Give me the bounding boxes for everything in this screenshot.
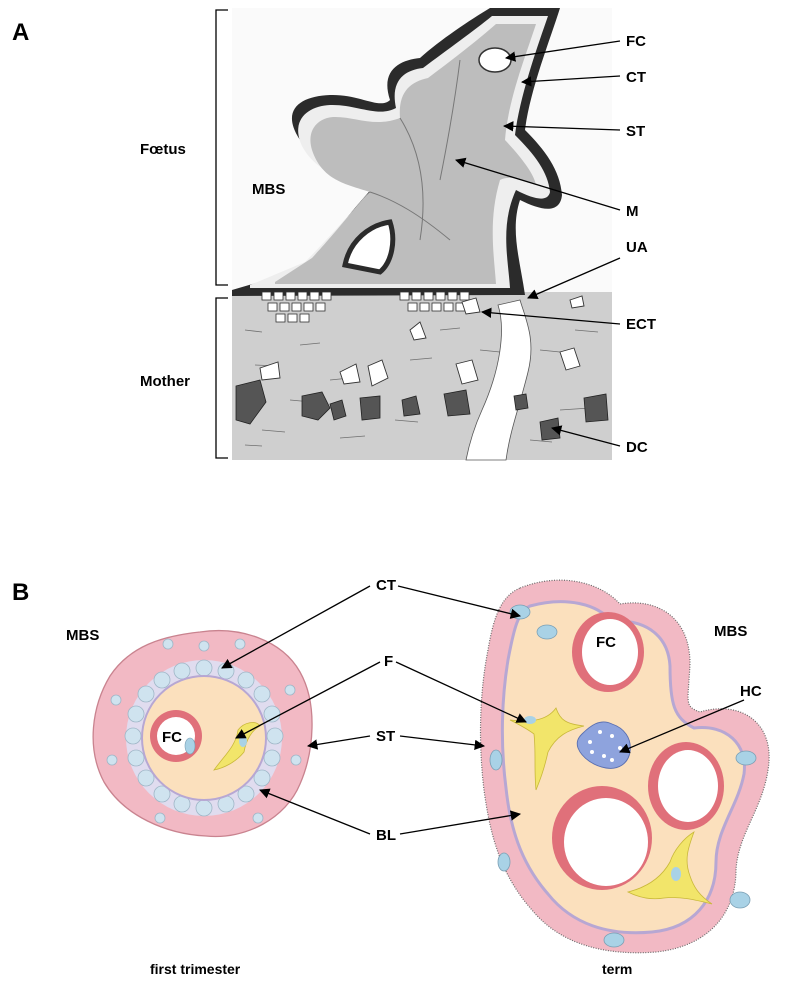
cytotrophoblast-cells-term (489, 604, 757, 948)
decidua-texture (244, 327, 599, 447)
cytotrophoblast-cells-first (106, 638, 302, 824)
arrow-ct-a (520, 75, 621, 87)
arrow-hc (619, 699, 745, 754)
villus-first-trimester: FC (92, 630, 313, 838)
arrow-fc-a (504, 40, 621, 62)
label-bl-b: BL (376, 827, 396, 844)
label-ct-b: CT (376, 577, 396, 594)
arrow-f-first (235, 661, 381, 739)
label-ect: ECT (626, 316, 656, 333)
arrow-ct-term (397, 585, 522, 619)
panel-b: B FC (12, 577, 770, 977)
arrow-ct-first (221, 585, 371, 669)
mesenchyme-fibres (369, 59, 461, 241)
arrow-f-term (395, 661, 527, 723)
stroma-first (141, 675, 267, 801)
arrow-m (455, 157, 621, 211)
hofbauer-vacuoles (588, 730, 622, 762)
arrow-st-first (306, 735, 371, 750)
fetal-capillary-a (478, 47, 512, 73)
label-foetus: Fœtus (140, 141, 186, 158)
capillary-endothelium (184, 737, 196, 755)
arrow-st-a (502, 121, 621, 132)
label-st-b: ST (376, 728, 395, 745)
caption-first-trimester: first trimester (150, 961, 241, 977)
arrow-ua (527, 257, 621, 300)
fibroblast-term-1 (509, 707, 585, 791)
extravillous-trophoblasts (259, 295, 585, 387)
label-mbs-a: MBS (252, 181, 285, 198)
fibroblast-term-2 (626, 831, 713, 905)
bracket-foetus (215, 9, 228, 286)
arrow-dc (550, 425, 621, 447)
fetal-capillary-term-1-lumen (582, 619, 638, 685)
label-ct-a: CT (626, 69, 646, 86)
caption-term: term (602, 961, 632, 977)
villus-term: FC (479, 579, 770, 954)
label-dc: DC (626, 439, 648, 456)
label-fc-a: FC (626, 33, 646, 50)
uterine-artery (465, 299, 532, 461)
arrow-bl-term (399, 810, 522, 835)
panel-b-label: B (12, 579, 29, 606)
bracket-mother (215, 297, 228, 459)
fetal-capillary-term-2-lumen (564, 798, 648, 886)
label-mother: Mother (140, 373, 190, 390)
fibroblast-term-1-nucleus (524, 716, 536, 724)
arrow-st-term (399, 735, 486, 751)
fetal-capillary-term-3-lumen (658, 750, 718, 822)
cell-column (261, 291, 470, 323)
arrow-bl-first (259, 788, 371, 835)
arrow-ect (480, 307, 621, 325)
label-mbs-first: MBS (66, 627, 99, 644)
label-st-a: ST (626, 123, 645, 140)
panel-a-label: A (12, 19, 29, 46)
decidual-cells (235, 379, 609, 441)
panel-a: A (12, 8, 656, 461)
label-mbs-term: MBS (714, 623, 747, 640)
label-fc-term: FC (596, 634, 616, 651)
label-hc: HC (740, 683, 762, 700)
label-m-a: M (626, 203, 639, 220)
label-f-b: F (384, 653, 393, 670)
hofbauer-cell (576, 721, 631, 769)
fibroblast-term-2-nucleus (671, 867, 681, 881)
fibroblast-nucleus-first (239, 735, 247, 747)
label-ua: UA (626, 239, 648, 256)
villus-mesenchyme (275, 24, 536, 284)
intervillous-pocket (342, 219, 396, 275)
label-fc-first: FC (162, 729, 182, 746)
